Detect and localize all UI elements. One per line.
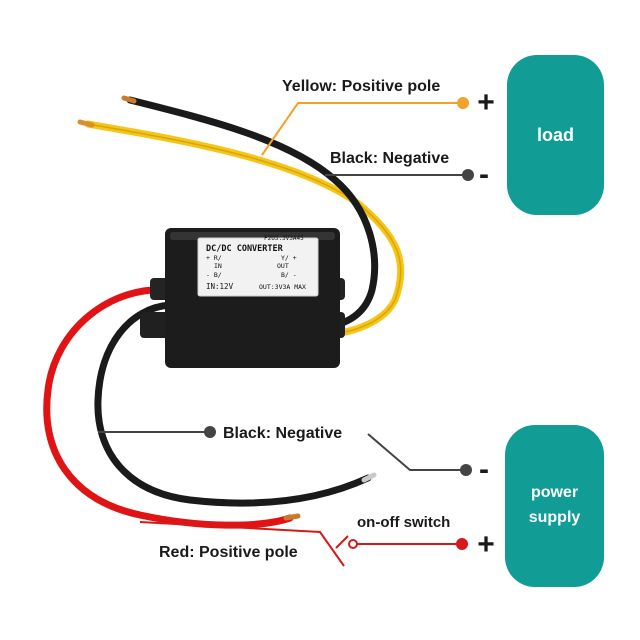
supply-plus-symbol: + xyxy=(477,528,495,561)
input-rating-text: IN:12V xyxy=(206,282,234,291)
output-negative-text: B/ - xyxy=(281,271,297,279)
load-minus-symbol: - xyxy=(479,158,489,191)
black-bottom-negative-label: Black: Negative xyxy=(223,425,342,442)
red-wire-copper-tip xyxy=(283,513,301,521)
switch-contact-left xyxy=(348,539,358,549)
output-positive-text: Y/ + xyxy=(281,254,297,262)
yellow-positive-label: Yellow: Positive pole xyxy=(282,78,440,95)
input-label-text: IN xyxy=(214,262,222,270)
black-bottom-right-leader xyxy=(367,433,466,471)
switch-lever xyxy=(335,535,349,549)
black-wire-copper-tip xyxy=(361,472,377,483)
supply-minus-symbol: - xyxy=(479,453,489,486)
black-top-negative-label: Black: Negative xyxy=(330,150,449,167)
input-positive-text: + R/ xyxy=(206,254,222,262)
output-rating-text: OUT:3V3A MAX xyxy=(259,283,306,291)
output-label-text: OUT xyxy=(277,262,289,270)
load-box-label: load xyxy=(537,125,574,145)
black-top-terminal-dot xyxy=(462,169,474,181)
input-negative-text: - B/ xyxy=(206,271,222,279)
load-box xyxy=(507,55,604,215)
power-supply-label-line2: supply xyxy=(529,509,581,526)
converter-model-text: F2U3.3V3A45 xyxy=(264,235,304,242)
converter-title-text: DC/DC CONVERTER xyxy=(206,244,284,254)
load-plus-symbol: + xyxy=(477,86,495,119)
on-off-switch-label: on-off switch xyxy=(357,514,450,531)
black-input-wire xyxy=(94,301,372,507)
red-positive-label: Red: Positive pole xyxy=(159,544,298,561)
black-wire-copper-tip xyxy=(121,95,137,104)
power-supply-label-line1: power xyxy=(531,484,578,501)
red-leader-line xyxy=(139,521,345,567)
black-bottom-left-dot xyxy=(204,426,216,438)
black-output-wire xyxy=(126,96,379,330)
red-input-wire xyxy=(43,286,294,529)
converter-module: F2U3.3V3A45 DC/DC CONVERTER + R/ IN - B/… xyxy=(140,228,345,368)
switch-terminal-dot xyxy=(456,538,468,550)
yellow-terminal-dot xyxy=(457,97,469,109)
yellow-wire-stripe xyxy=(87,123,402,335)
power-supply-box xyxy=(505,425,604,587)
converter-label-sticker xyxy=(197,237,319,297)
yellow-leader-line xyxy=(261,102,463,156)
black-bottom-terminal-dot xyxy=(460,464,472,476)
yellow-wire-copper-tip xyxy=(77,119,95,128)
